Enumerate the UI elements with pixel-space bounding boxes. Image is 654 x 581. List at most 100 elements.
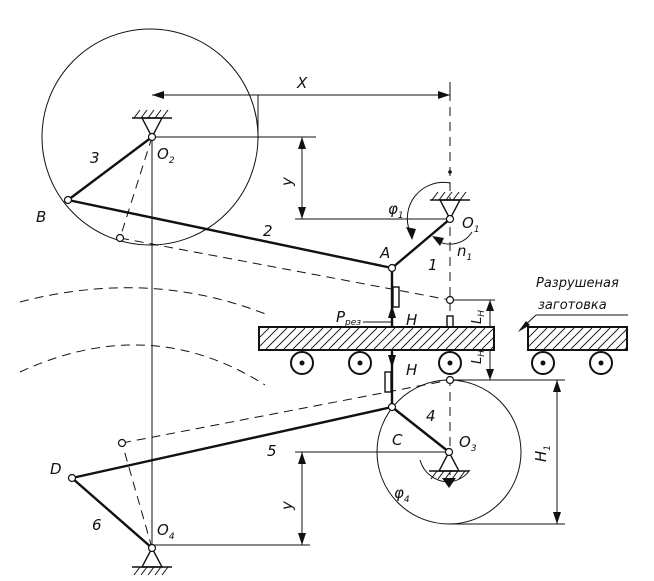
h1-label: H1 <box>532 445 553 462</box>
conveyor-table-small <box>527 326 628 351</box>
hatch-line <box>500 328 521 349</box>
hatch-line <box>543 328 566 349</box>
hatch-line <box>445 328 468 349</box>
hatch-line <box>319 328 342 349</box>
hatch-line <box>292 328 315 349</box>
hatch-line <box>260 328 279 347</box>
hatch-line <box>472 328 493 349</box>
hatch-line <box>561 328 584 349</box>
link-3 <box>66 135 154 202</box>
ground-support-o3 <box>429 450 469 480</box>
hatch-line <box>588 328 611 349</box>
h1-arrow-up <box>553 380 561 392</box>
hatch-line <box>436 328 459 349</box>
label-c: C <box>392 431 403 449</box>
ground-support-o1 <box>430 191 470 221</box>
label-o1: O1 <box>462 214 480 235</box>
dashed-arc-upper <box>19 287 269 316</box>
hatch-line <box>529 328 530 329</box>
y-bottom-arrow-up <box>298 452 306 464</box>
hatch-line <box>373 328 396 349</box>
x-dim-arrow-right <box>438 91 450 99</box>
link-4 <box>390 405 451 454</box>
pin-upper-end <box>445 295 455 305</box>
label-link4: 4 <box>426 407 436 425</box>
label-n1: n1 <box>457 242 472 263</box>
hatch-line <box>481 337 493 349</box>
link-1 <box>390 217 452 270</box>
hatch-line <box>418 328 441 349</box>
ground-support-o2 <box>132 109 172 139</box>
hatch-line <box>337 328 360 349</box>
hatch-line <box>310 328 333 349</box>
hatch-line <box>364 328 387 349</box>
label-link1: 1 <box>428 256 438 274</box>
o1-top-dot <box>448 170 452 174</box>
caption-leader-arrow <box>518 321 530 332</box>
dashed-link-lower <box>121 379 451 444</box>
wheel-5-hub <box>598 360 604 366</box>
hatch-line <box>606 329 626 349</box>
dashed-arc-lower <box>19 344 266 386</box>
hatch-line <box>529 328 539 338</box>
hatch-line <box>355 328 378 349</box>
hatch-line <box>529 328 548 347</box>
x-dim-label: X <box>296 74 308 92</box>
lh-top-label: LH <box>470 310 487 324</box>
pin-lower-end <box>445 375 455 385</box>
hatch-line <box>579 328 602 349</box>
caption-line2: заготовка <box>538 298 607 313</box>
dashed-crank-o4 <box>121 442 153 549</box>
pin-b-alt <box>115 233 125 243</box>
hatch-line <box>382 328 405 349</box>
pin-b <box>63 195 73 205</box>
hatch-line <box>615 338 626 349</box>
y-top-label: y <box>278 176 296 187</box>
dashed-link-upper <box>119 237 451 301</box>
force-arrow-down <box>388 355 396 368</box>
link-6 <box>70 476 154 550</box>
label-o4: O4 <box>157 521 175 542</box>
hatch-line <box>283 328 306 349</box>
wheel-2-hub <box>357 360 363 366</box>
n1-arrow <box>432 236 444 246</box>
label-link3: 3 <box>90 149 100 167</box>
pin-o2 <box>147 132 157 142</box>
wheel-4-hub <box>540 360 546 366</box>
link-5 <box>70 405 394 480</box>
label-b: B <box>36 208 46 226</box>
label-link6: 6 <box>92 516 102 534</box>
hatch-line <box>624 347 626 349</box>
phi4-arrow <box>442 478 456 488</box>
hatch-line <box>570 328 593 349</box>
conveyor-table-main-hatch <box>260 328 521 349</box>
pin-d <box>67 473 77 483</box>
pin-o4 <box>147 543 157 553</box>
label-p-rez: Pрез <box>336 308 361 328</box>
y-bottom-arrow-down <box>298 533 306 545</box>
slider-guide-bottom <box>384 371 392 393</box>
label-o3: O3 <box>459 433 477 454</box>
label-phi4: φ4 <box>394 484 410 505</box>
phi1-arc <box>406 181 451 233</box>
y-bottom-label: y <box>278 500 296 511</box>
hatch-line <box>265 328 288 349</box>
hatch-line <box>260 328 261 329</box>
hatch-line <box>260 328 270 338</box>
conveyor-table-small-hatch <box>529 328 626 349</box>
hatch-line <box>400 328 423 349</box>
hatch-line <box>328 328 351 349</box>
hatch-line <box>301 328 324 349</box>
hatch-line <box>346 328 369 349</box>
force-arrow-up <box>388 305 396 318</box>
hatch-line <box>391 328 414 349</box>
wheel-3-hub <box>447 360 453 366</box>
wheel-1-hub <box>299 360 305 366</box>
lh-arrow-1 <box>486 300 494 311</box>
h1-arrow-down <box>553 512 561 524</box>
hatch-line <box>463 328 486 349</box>
caption-line1: Разрушеная <box>536 276 619 291</box>
lh-bottom-label: LH <box>470 350 487 364</box>
y-top-arrow-up <box>298 137 306 149</box>
